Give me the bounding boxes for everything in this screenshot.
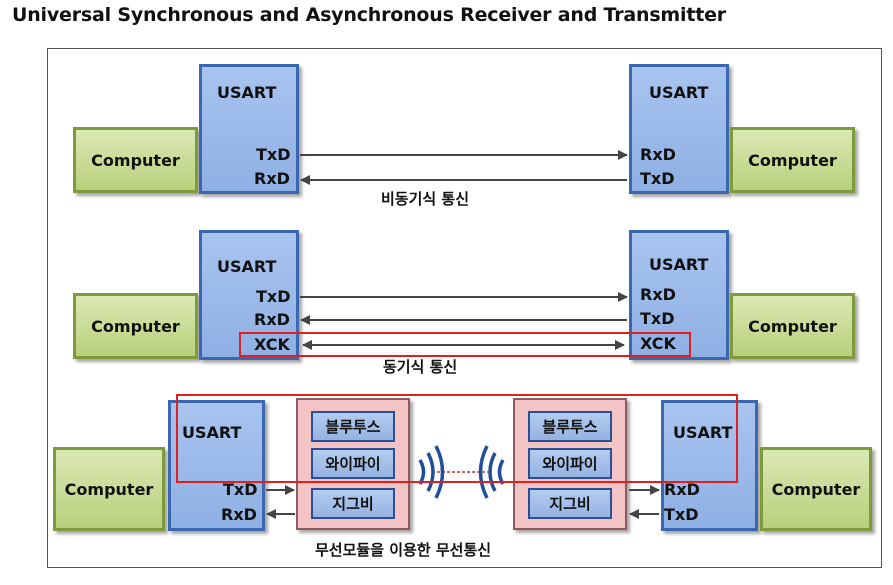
caption-sync: 동기식 통신 xyxy=(383,358,458,376)
left-wifi-box: 와이파이 xyxy=(311,448,395,479)
wireless-highlight-box xyxy=(176,394,738,483)
left-rxd-sync: RxD xyxy=(254,310,290,329)
right-usart-title-sync: USART xyxy=(649,255,709,274)
xck-highlight-box xyxy=(239,332,691,357)
right-computer-sync: Computer xyxy=(730,293,855,359)
right-rxd-sync: RxD xyxy=(640,285,676,304)
right-computer-wireless: Computer xyxy=(760,447,872,531)
left-txd-wireless: TxD xyxy=(223,480,258,499)
page-title: Universal Synchronous and Asynchronous R… xyxy=(12,4,726,26)
caption-async: 비동기식 통신 xyxy=(381,190,470,208)
right-usart-title-async: USART xyxy=(649,83,709,102)
left-txd-sync: TxD xyxy=(256,287,291,306)
left-computer-sync: Computer xyxy=(73,293,198,359)
left-rxd-async: RxD xyxy=(254,169,290,188)
left-rxd-wireless: RxD xyxy=(221,505,257,524)
right-txd-sync: TxD xyxy=(640,309,675,328)
left-usart-sync xyxy=(199,230,299,360)
right-rxd-wireless: RxD xyxy=(664,480,700,499)
left-usart-title-sync: USART xyxy=(217,257,277,276)
left-computer-wireless: Computer xyxy=(53,447,165,531)
right-usart-title-wireless: USART xyxy=(673,423,733,442)
right-wifi-box: 와이파이 xyxy=(528,448,612,479)
diagram-frame xyxy=(47,48,882,568)
right-rxd-async: RxD xyxy=(640,145,676,164)
right-usart-async xyxy=(629,64,729,194)
left-usart-title-wireless: USART xyxy=(182,423,242,442)
left-bluetooth-box: 블루투스 xyxy=(311,411,395,442)
left-xck-sync: XCK xyxy=(254,335,290,354)
right-usart-wireless xyxy=(661,400,758,531)
right-txd-async: TxD xyxy=(640,169,675,188)
left-txd-async: TxD xyxy=(256,145,291,164)
right-txd-wireless: TxD xyxy=(664,505,699,524)
left-usart-wireless xyxy=(168,400,265,531)
caption-wireless: 무선모듈을 이용한 무선통신 xyxy=(315,541,492,559)
right-zigbee-box: 지그비 xyxy=(528,488,612,519)
right-xck-sync: XCK xyxy=(640,334,676,353)
left-zigbee-box: 지그비 xyxy=(311,488,395,519)
right-usart-sync xyxy=(629,230,729,360)
left-usart-title-async: USART xyxy=(217,83,277,102)
left-computer-async: Computer xyxy=(73,127,198,193)
right-bluetooth-box: 블루투스 xyxy=(528,411,612,442)
right-computer-async: Computer xyxy=(730,127,855,193)
left-usart-async xyxy=(199,64,299,194)
